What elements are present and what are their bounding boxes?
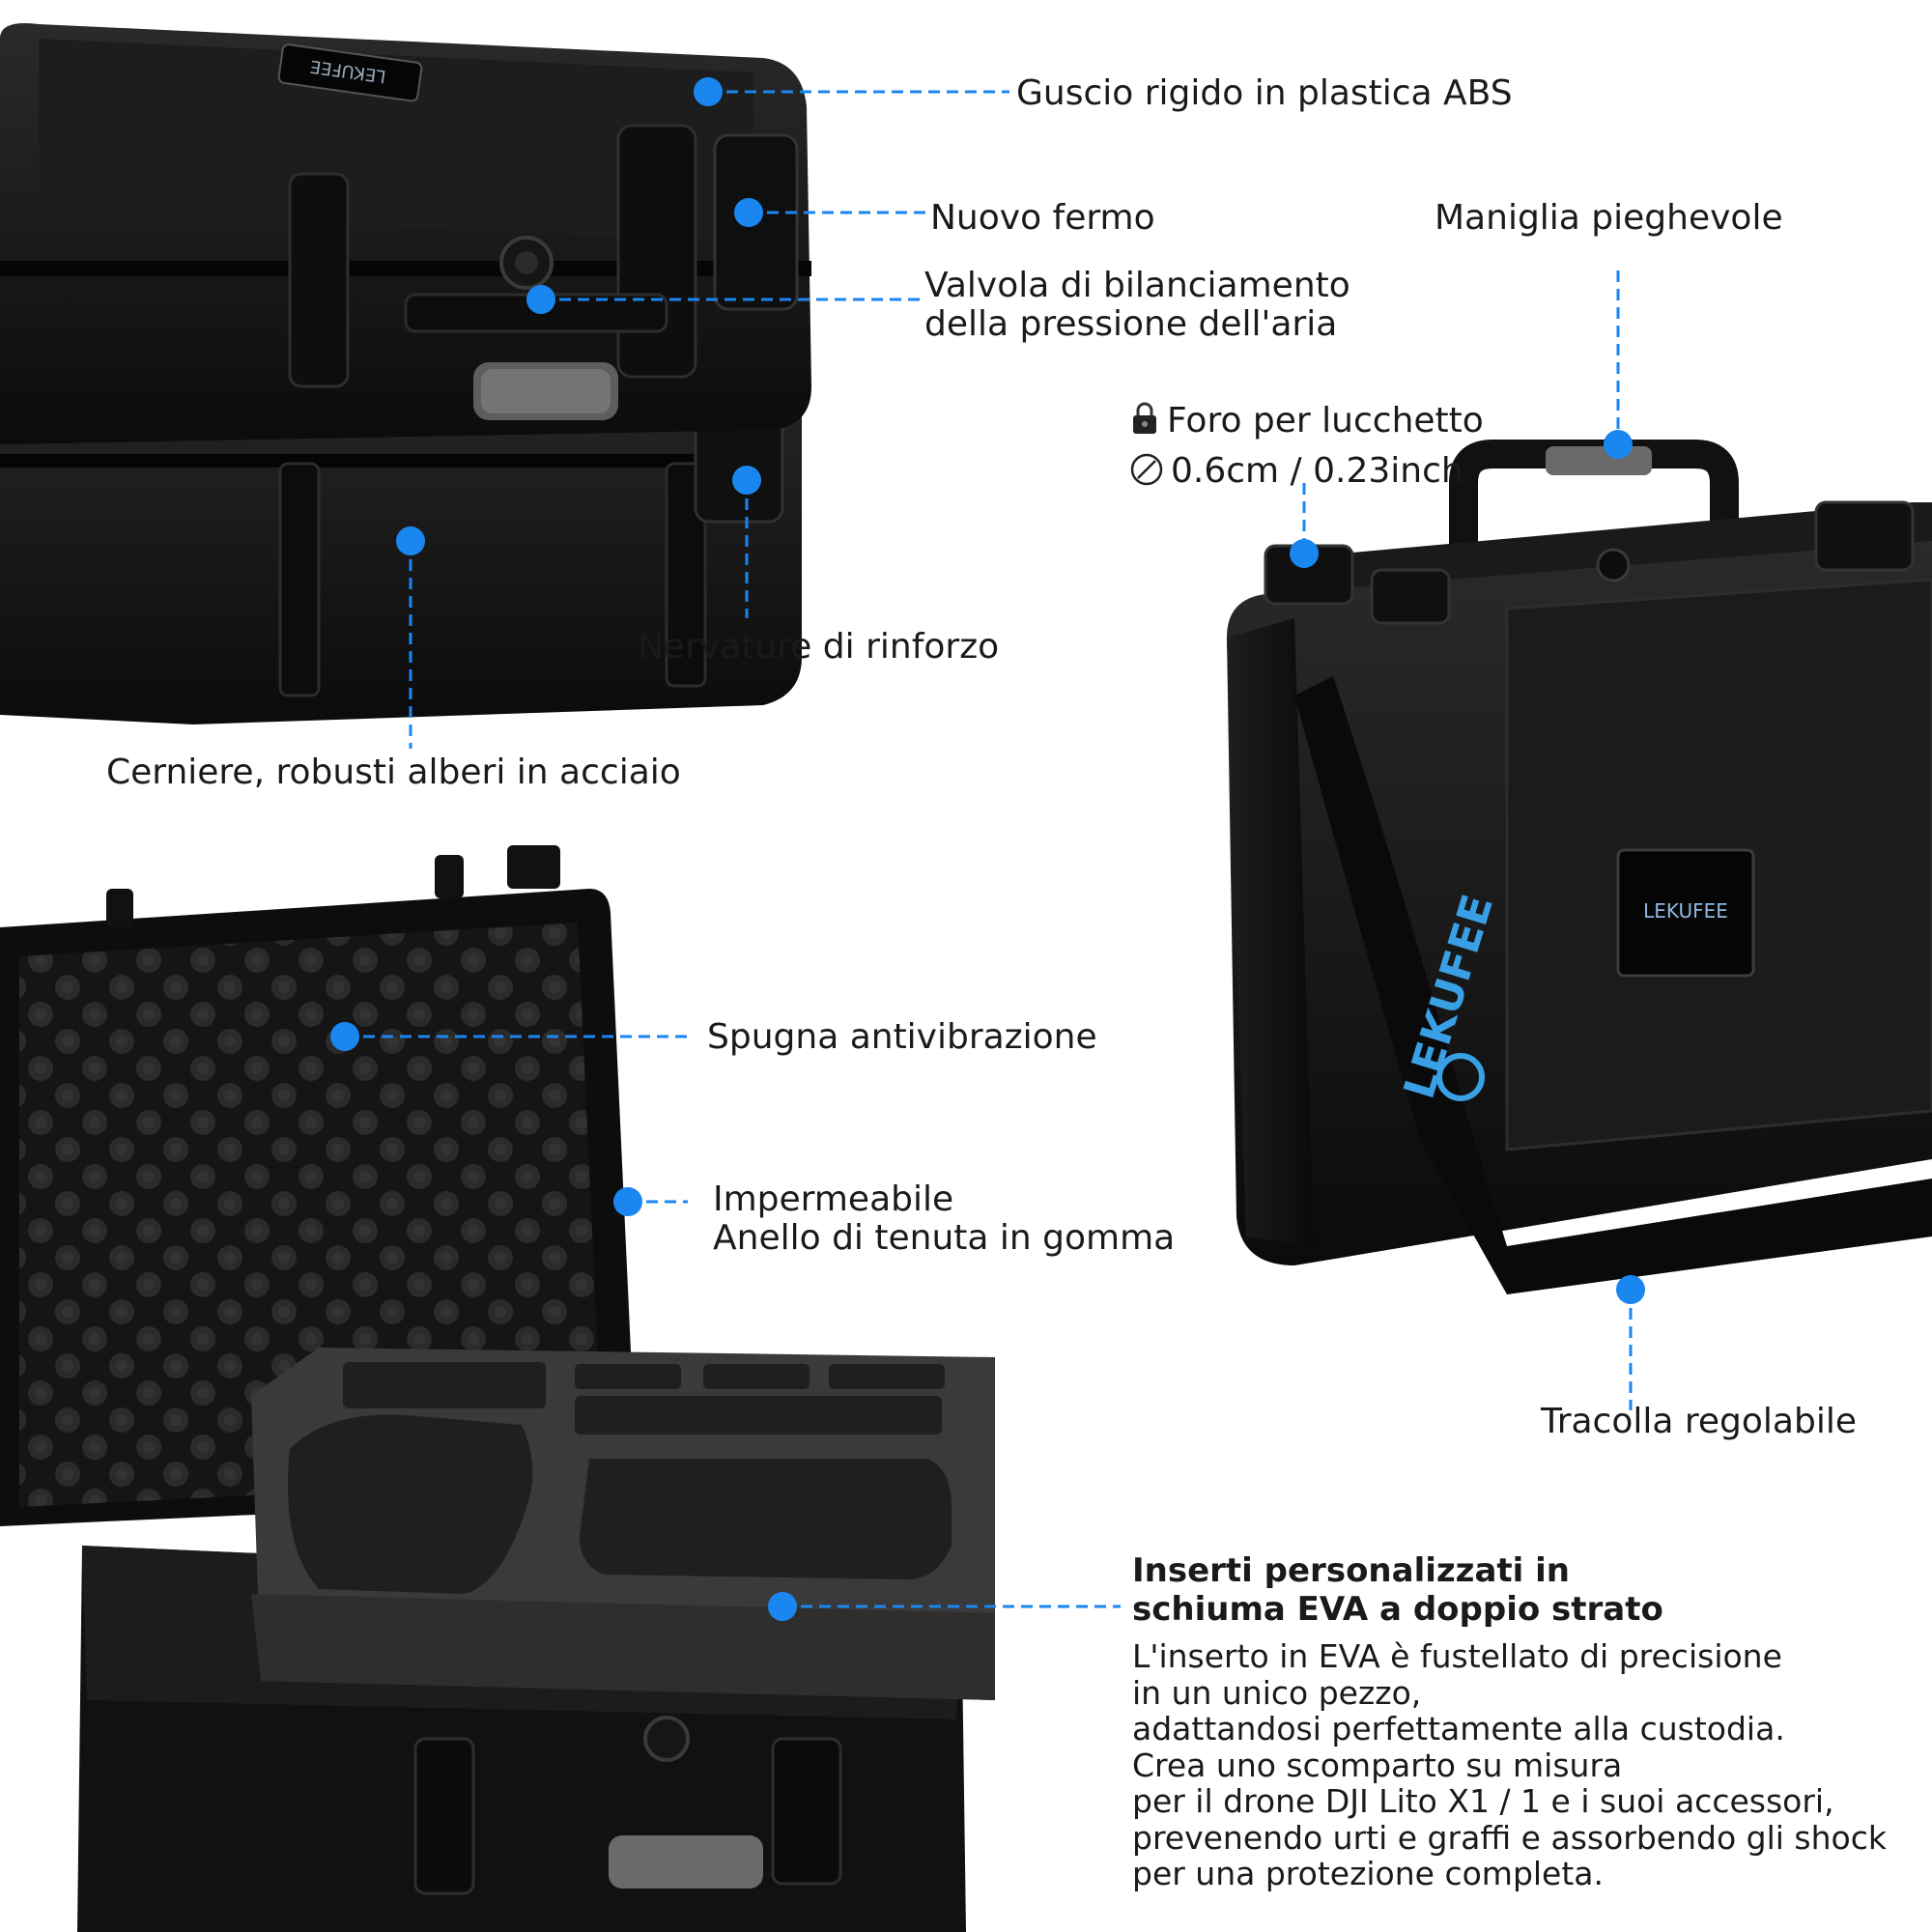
stacked-cases: LEKUFEE: [0, 23, 811, 724]
dot-insert: [768, 1592, 797, 1621]
label-waterproof: Impermeabile Anello di tenuta in gomma: [713, 1179, 1176, 1258]
dot-folding-handle: [1604, 430, 1633, 459]
insert-line: per il drone DJI Lito X1 / 1 e i suoi ac…: [1132, 1782, 1834, 1820]
padlock-icon: [1133, 402, 1156, 434]
insert-title-2: schiuma EVA a doppio strato: [1132, 1590, 1663, 1629]
label-lock-hole: Foro per lucchetto 0.6cm / 0.23inch: [1130, 396, 1484, 497]
label-strap: Tracolla regolabile: [1541, 1402, 1857, 1441]
callout-dots: [330, 77, 1645, 1621]
insert-line: in un unico pezzo,: [1132, 1673, 1422, 1712]
dot-latch: [734, 198, 763, 227]
dot-sponge: [330, 1022, 359, 1051]
diameter-icon: [1130, 453, 1163, 486]
label-sponge: Spugna antivibrazione: [707, 1017, 1097, 1057]
label-ribs: Nervature di rinforzo: [638, 627, 1000, 667]
insert-line: per una protezione completa.: [1132, 1855, 1605, 1892]
open-case: [0, 845, 995, 1932]
dot-ribs: [732, 466, 761, 495]
label-hard-shell: Guscio rigido in plastica ABS: [1016, 73, 1513, 113]
dot-strap: [1616, 1275, 1645, 1304]
insert-line: L'inserto in EVA è fustellato di precisi…: [1132, 1637, 1782, 1675]
insert-line: prevenendo urti e graffi e assorbendo gl…: [1132, 1818, 1887, 1857]
label-latch: Nuovo fermo: [930, 198, 1155, 238]
dot-waterproof: [613, 1187, 642, 1216]
dot-lock-hole: [1290, 539, 1319, 568]
case-with-strap: LEKUFEE LEKUFEE: [1227, 440, 1932, 1294]
label-valve: Valvola di bilanciamento della pressione…: [924, 266, 1350, 344]
dot-valve: [526, 285, 555, 314]
dot-hinges: [396, 526, 425, 555]
insert-line: Crea uno scomparto su misura: [1132, 1746, 1623, 1784]
case-logo-text: LEKUFEE: [1643, 899, 1728, 923]
dot-hard-shell: [694, 77, 723, 106]
insert-line: adattandosi perfettamente alla custodia.: [1132, 1710, 1785, 1747]
insert-title-1: Inserti personalizzati in: [1132, 1551, 1571, 1590]
label-folding-handle: Maniglia pieghevole: [1435, 198, 1783, 238]
label-hinges: Cerniere, robusti alberi in acciaio: [106, 753, 681, 792]
insert-description: Inserti personalizzati in schiuma EVA a …: [1132, 1551, 1887, 1892]
